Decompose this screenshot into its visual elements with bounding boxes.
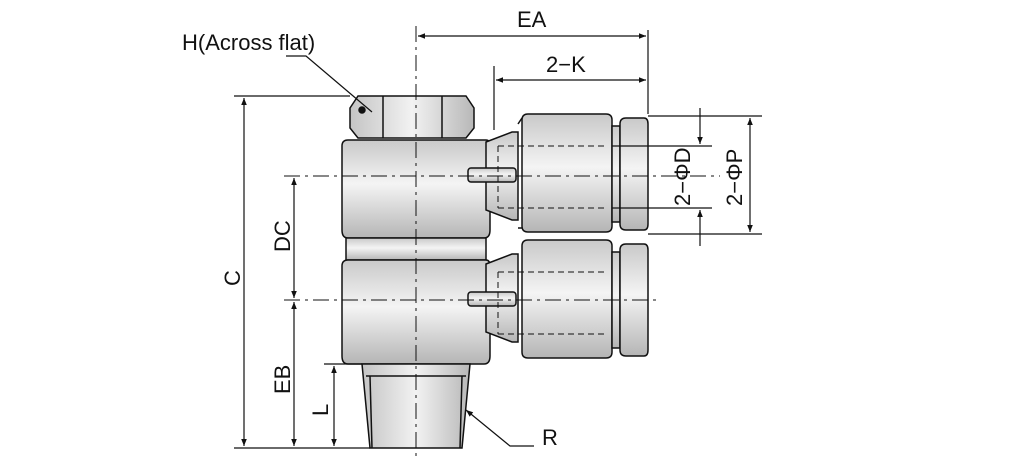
lower-port-key (467, 291, 517, 307)
dim-eb-label: EB (270, 365, 295, 394)
dim-d-label: 2−ΦD (670, 147, 695, 206)
dimension-lines (234, 30, 762, 449)
lower-port-collet (521, 239, 613, 359)
hex-across-flat-label: H(Across flat) (182, 30, 315, 55)
upper-port-key (467, 167, 517, 183)
dim-c-label: C (220, 270, 245, 286)
upper-port-release (619, 117, 649, 231)
dim-k-label: 2−K (546, 52, 586, 77)
hidden-lines (497, 145, 608, 335)
hex-marker-dot (358, 106, 366, 114)
fitting-body (341, 95, 649, 449)
dim-dc-label: DC (270, 220, 295, 252)
dim-ea-label: EA (517, 7, 547, 32)
hex-nut (349, 95, 475, 139)
dim-p-label: 2−ΦP (722, 149, 747, 206)
thread-r-label: R (542, 425, 558, 450)
upper-port-collet (521, 113, 613, 233)
dim-l-label: L (308, 404, 333, 416)
center-lines (284, 26, 720, 456)
